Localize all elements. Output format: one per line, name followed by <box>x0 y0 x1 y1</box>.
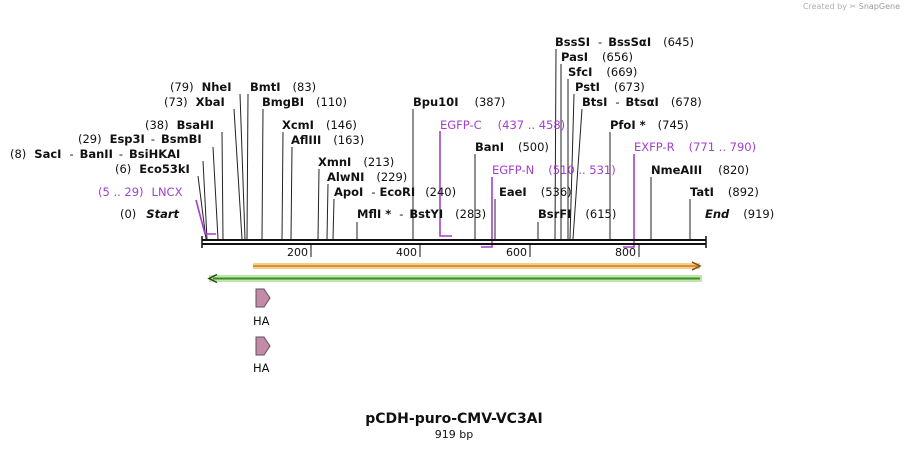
site-label-tati[interactable]: TatI(892) <box>690 185 759 199</box>
site-line-xcmi <box>281 131 284 240</box>
primer-label-exfp-r[interactable]: EXFP-R(771 .. 790) <box>634 140 756 154</box>
start-label: (0)Start <box>120 207 180 221</box>
site-label-saci[interactable]: (8)SacI-BanII-BsiHKAI <box>10 147 180 161</box>
tick-label-400: 400 <box>396 246 417 259</box>
primer-line-exfp-r <box>623 154 635 248</box>
primer-label-egfp-c[interactable]: EGFP-C(437 .. 458) <box>440 118 565 132</box>
snapgene-logo-icon: ✂ <box>849 2 857 11</box>
site-line-esp3i <box>212 146 219 240</box>
site-label-pfoi[interactable]: PfoI *(745) <box>610 118 689 132</box>
site-line-bmgbi <box>261 108 264 240</box>
site-label-bsrfi[interactable]: BsrFI(615) <box>538 207 616 221</box>
site-line-btsi <box>572 108 583 240</box>
site-line-bsahi <box>221 131 224 240</box>
credit-prefix: Created by <box>802 2 847 11</box>
site-label-bmgbi[interactable]: BmgBI(110) <box>262 95 347 109</box>
site-label-pasi[interactable]: PasI(656) <box>561 50 633 64</box>
site-label-xcmi[interactable]: XcmI(146) <box>282 118 357 132</box>
site-label-sfci[interactable]: SfcI(669) <box>568 65 637 79</box>
snapgene-credit: Created by ✂ SnapGene <box>803 2 900 11</box>
site-label-bsssi[interactable]: BssSI-BssSαI(645) <box>555 35 694 49</box>
primer-line-egfp-c <box>439 131 452 237</box>
site-line-xbai <box>233 108 243 240</box>
site-line-apoi <box>332 198 335 240</box>
sequence-backbone <box>201 236 707 248</box>
site-label-xbai[interactable]: (73)XbaI <box>164 95 225 109</box>
feature-green[interactable] <box>207 273 702 284</box>
site-label-nmeaiii[interactable]: NmeAIII(820) <box>651 163 749 177</box>
site-label-mfli[interactable]: MflI *-BstYI(283) <box>357 207 486 221</box>
site-line-afliii <box>290 146 293 240</box>
site-label-nhei[interactable]: (79)NheI <box>170 80 232 94</box>
tick-label-800: 800 <box>615 246 636 259</box>
tag-arrow-icon <box>255 288 271 308</box>
site-label-eco53ki[interactable]: (6)Eco53kI <box>115 162 190 176</box>
labels-right: BssSI-BssSαI(645) PasI(656) SfcI(669) Ps… <box>538 35 774 221</box>
ruler <box>310 244 640 257</box>
tag-ha-1[interactable]: HA <box>253 288 271 328</box>
tag-ha-2[interactable]: HA <box>253 336 271 375</box>
tick-label-600: 600 <box>506 246 527 259</box>
tag-label: HA <box>253 361 270 375</box>
site-line-eco53ki <box>197 175 207 240</box>
site-label-psti[interactable]: PstI(673) <box>575 80 645 94</box>
credit-brand: SnapGene <box>858 2 900 11</box>
site-line-bmti <box>246 93 249 240</box>
site-label-bpu10i[interactable]: Bpu10I(387) <box>413 95 505 109</box>
tick-label-200: 200 <box>287 246 308 259</box>
feature-green-arrow-icon <box>207 273 218 284</box>
site-line-bsssi <box>554 48 557 240</box>
site-line-psti <box>569 93 575 240</box>
primer-line-lncx <box>195 199 216 235</box>
labels-left: (79)NheI (73)XbaI (38)BsaHI (29)Esp3I-Bs… <box>10 80 232 221</box>
primer-label-lncx[interactable]: (5 .. 29)LNCX <box>98 185 183 199</box>
site-line-saci <box>202 160 208 240</box>
site-lines <box>197 48 691 240</box>
feature-orange-arrow-icon <box>691 261 702 271</box>
site-line-nhei <box>239 93 246 240</box>
end-label: End(919) <box>705 207 774 221</box>
site-label-btsi[interactable]: BtsI-BtsαI(678) <box>582 95 702 109</box>
site-line-xmni <box>317 168 320 240</box>
site-label-alwni[interactable]: AlwNI(229) <box>327 170 407 184</box>
tag-label: HA <box>253 314 270 328</box>
site-label-bani[interactable]: BanI(500) <box>475 140 549 154</box>
plasmid-name: pCDH-puro-CMV-VC3AI <box>365 411 542 427</box>
site-label-apoi[interactable]: ApoI-EcoRI(240) <box>334 185 456 199</box>
primer-label-egfp-n[interactable]: EGFP-N(510 .. 531) <box>492 163 616 177</box>
labels-middle: BmtI(83) BmgBI(110) XcmI(146) AflIII(163… <box>250 80 616 221</box>
primer-lines <box>195 131 635 248</box>
plasmid-length: 919 bp <box>435 428 473 441</box>
feature-orange[interactable] <box>253 261 702 271</box>
site-label-bsahi[interactable]: (38)BsaHI <box>145 118 214 132</box>
tick-labels: 200 400 600 800 <box>287 246 636 259</box>
site-line-alwni <box>326 183 329 240</box>
site-label-bmti[interactable]: BmtI(83) <box>250 80 316 94</box>
site-label-esp3i[interactable]: (29)Esp3I-BsmBI <box>78 132 202 146</box>
site-label-afliii[interactable]: AflIII(163) <box>291 133 364 147</box>
primer-line-egfp-n <box>481 177 493 248</box>
site-label-xmni[interactable]: XmnI(213) <box>318 155 394 169</box>
tag-arrow-icon <box>255 336 271 356</box>
site-label-eaei[interactable]: EaeI(536) <box>499 185 572 199</box>
